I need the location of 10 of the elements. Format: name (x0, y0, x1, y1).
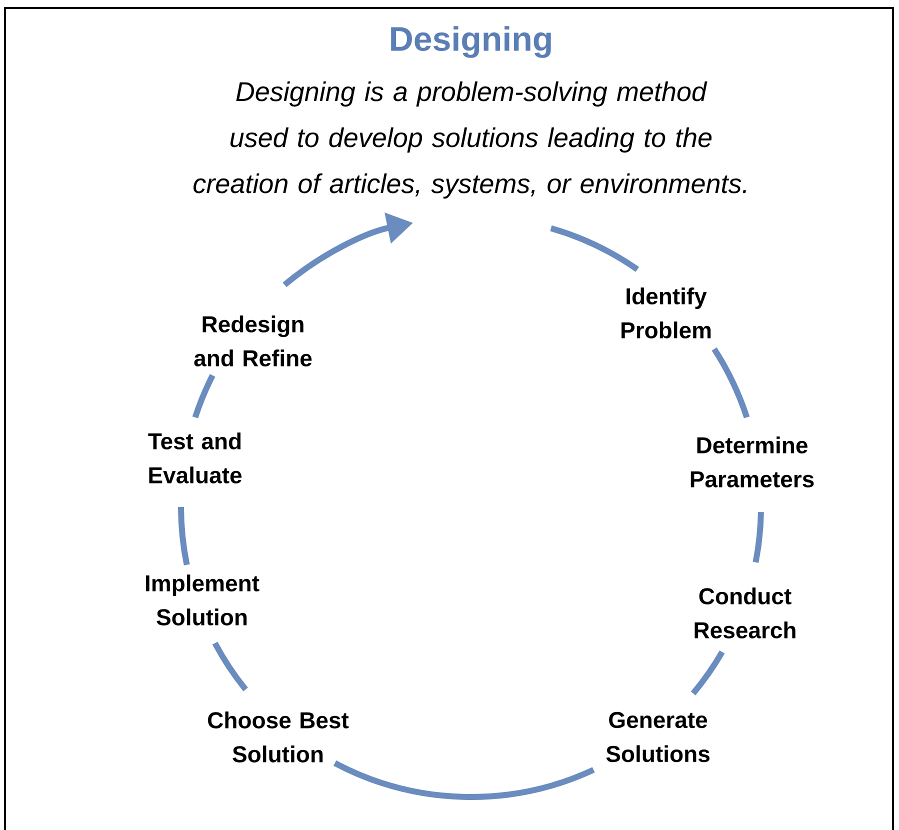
step-label: Generate Solutions (606, 712, 710, 762)
step-label: Conduct Research (694, 588, 796, 638)
title: Designing (391, 26, 551, 58)
step-label: Determine Parameters (690, 436, 814, 488)
step-label: Test and Evaluate (148, 432, 242, 484)
step-label: Implement Solution (146, 574, 260, 626)
step-label: Identify Problem (622, 288, 711, 338)
step-label: Redesign and Refine (194, 316, 312, 366)
description: Designing is a problem-solving method used to develop solutions leading to the creation of articles, systems, or environments. (194, 81, 746, 199)
step-label: Choose Best Solution (208, 712, 349, 762)
